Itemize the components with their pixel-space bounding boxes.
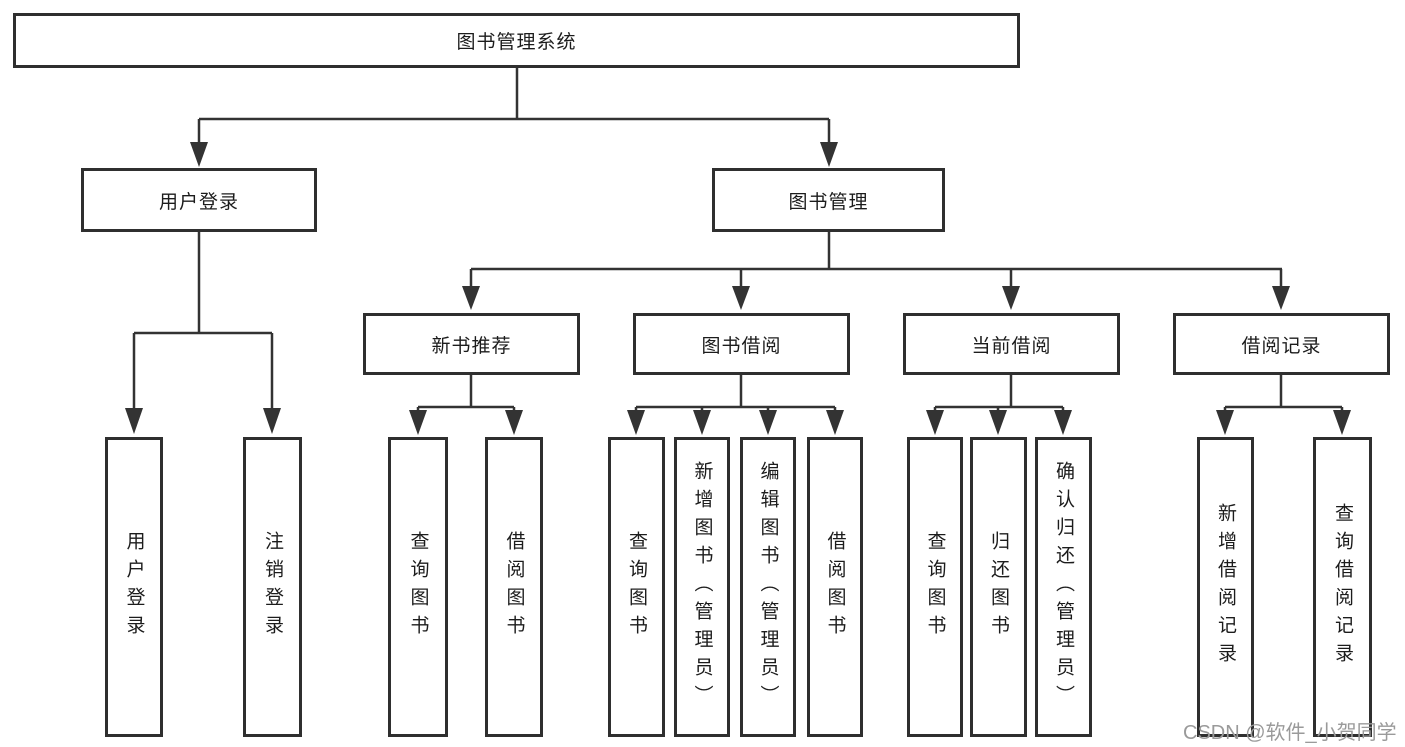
node-label: 查询借阅记录 — [1332, 503, 1353, 671]
leaf-borrow-books-recommend: 借阅图书 — [485, 437, 543, 737]
leaf-query-books-current: 查询图书 — [907, 437, 963, 737]
node-borrow-records: 借阅记录 — [1173, 313, 1390, 375]
node-library-management-system: 图书管理系统 — [13, 13, 1020, 68]
arrowhead — [732, 286, 750, 310]
leaf-query-books-borrow: 查询图书 — [608, 437, 665, 737]
node-label: 查询图书 — [924, 531, 946, 643]
node-label: 借阅图书 — [824, 531, 846, 643]
node-label: 图书借阅 — [701, 335, 782, 357]
arrowhead — [759, 410, 777, 435]
node-label: 新增图书（管理员） — [691, 461, 713, 713]
leaf-add-borrow-record: 新增借阅记录 — [1197, 437, 1254, 737]
leaf-borrow-books: 借阅图书 — [807, 437, 863, 737]
node-book-borrow: 图书借阅 — [633, 313, 850, 375]
leaf-query-borrow-record: 查询借阅记录 — [1313, 437, 1372, 737]
node-new-book-recommend: 新书推荐 — [363, 313, 580, 375]
leaf-add-books-admin: 新增图书（管理员） — [674, 437, 730, 737]
arrowhead — [190, 142, 208, 167]
leaf-query-books-recommend: 查询图书 — [388, 437, 448, 737]
arrowhead — [926, 410, 944, 435]
node-label: 借阅记录 — [1241, 335, 1322, 357]
node-label: 归还图书 — [988, 531, 1009, 643]
arrowhead — [693, 410, 711, 435]
arrowhead — [820, 142, 838, 167]
csdn-watermark: CSDN @软件_小贺同学 — [1183, 722, 1397, 744]
node-label: 新增借阅记录 — [1215, 503, 1236, 671]
node-label: 注销登录 — [262, 531, 283, 643]
node-label: 查询图书 — [407, 531, 429, 643]
node-label: 当前借阅 — [971, 335, 1052, 357]
arrowhead — [1333, 410, 1351, 435]
arrowhead — [409, 410, 427, 435]
node-label: 查询图书 — [626, 531, 647, 643]
arrowhead — [462, 286, 480, 310]
leaf-confirm-return-admin: 确认归还（管理员） — [1035, 437, 1092, 737]
leaf-edit-books-admin: 编辑图书（管理员） — [740, 437, 796, 737]
node-label: 新书推荐 — [431, 335, 512, 357]
node-label: 图书管理 — [788, 191, 869, 213]
arrowhead — [989, 410, 1007, 435]
arrowhead — [263, 408, 281, 434]
arrowhead — [1002, 286, 1020, 310]
node-current-borrow: 当前借阅 — [903, 313, 1120, 375]
node-label: 编辑图书（管理员） — [757, 461, 779, 713]
leaf-logout: 注销登录 — [243, 437, 302, 737]
leaf-user-login: 用户登录 — [105, 437, 163, 737]
node-user-login: 用户登录 — [81, 168, 317, 232]
node-label: 借阅图书 — [503, 531, 525, 643]
leaf-return-books: 归还图书 — [970, 437, 1027, 737]
arrowhead — [1272, 286, 1290, 310]
arrowhead — [125, 408, 143, 434]
arrowhead — [1054, 410, 1072, 435]
node-label: 用户登录 — [158, 191, 239, 213]
arrowhead — [505, 410, 523, 435]
arrowhead — [627, 410, 645, 435]
arrowhead — [826, 410, 844, 435]
node-book-management: 图书管理 — [712, 168, 945, 232]
node-label: 图书管理系统 — [456, 32, 577, 53]
node-label: 用户登录 — [123, 531, 145, 643]
node-label: 确认归还（管理员） — [1053, 461, 1074, 713]
arrowhead — [1216, 410, 1234, 435]
